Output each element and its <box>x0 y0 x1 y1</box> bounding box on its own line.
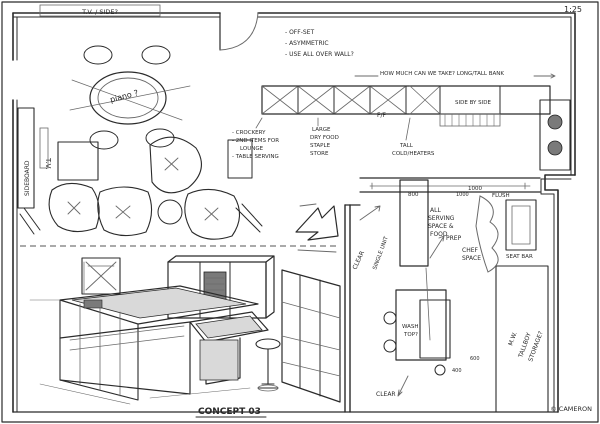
kitchen-perspective <box>29 255 341 405</box>
tv-top-label: T.V. / SIDE? <box>81 8 118 16</box>
note-wall: - USE ALL OVER WALL? <box>285 51 354 58</box>
store-line-1: LARGE <box>312 127 331 133</box>
chef-line-1: CHEF <box>462 247 478 254</box>
tall-line-1: TALL <box>399 143 414 149</box>
clear-label-2: CLEAR <box>376 391 396 398</box>
clear-label-1: CLEAR <box>351 250 366 271</box>
note-offset: - OFF-SET <box>285 29 314 36</box>
tall-line-2: COLD/HEATERS <box>392 151 435 157</box>
cabinet-notes: - CROCKERY - 2ND ITEMS FOR LOUNGE - TABL… <box>232 117 435 160</box>
wash-line-2: TOP? <box>403 332 418 338</box>
note-asymmetric: - ASYMMETRIC <box>285 40 329 47</box>
store-line-4: STORE <box>310 151 329 157</box>
crockery-line-4: - TABLE SERVING <box>232 154 279 160</box>
crockery-line-2: - 2ND ITEMS FOR <box>232 138 279 144</box>
serving-line-2: SERVING <box>428 215 455 222</box>
mw-line-1: M.W. <box>507 331 518 347</box>
sideboard-label: SIDEBOARD <box>24 160 31 196</box>
store-line-3: STAPLE <box>310 143 331 149</box>
kitchen-labels: ALL SERVING SPACE & FOOD PREP CHEF SPACE… <box>351 192 544 398</box>
single-unit-label: SINGLE UNIT <box>372 235 390 270</box>
concept-title: CONCEPT 03 <box>198 407 261 417</box>
side-by-side-label: SIDE BY SIDE <box>455 100 492 106</box>
serving-line-3: SPACE & <box>428 223 454 230</box>
dim-800: 800 <box>408 192 419 198</box>
circulation-arrow <box>295 203 339 253</box>
dim-400: 400 <box>452 368 462 374</box>
long-tall-bank-note: HOW MUCH CAN WE TAKE? LONG/TALL BANK <box>380 71 504 77</box>
serving-line-4: FOOD <box>430 231 448 238</box>
piano: piano ? <box>69 45 191 150</box>
cabinet-bank: SIDE BY SIDE F/F <box>261 85 571 171</box>
dim-600: 600 <box>470 356 480 362</box>
sideboard: SIDEBOARD T.V. <box>17 107 52 209</box>
title-block: CONCEPT 03 © CAMERON <box>195 405 592 418</box>
crockery-line-1: - CROCKERY <box>232 130 266 136</box>
store-line-2: DRY FOOD <box>310 135 339 141</box>
top-notes: T.V. / SIDE? 1:25 - OFF-SET - ASYMMETRIC… <box>39 4 582 79</box>
armchairs <box>19 136 263 240</box>
wash-line-1: WASH <box>402 324 419 330</box>
floor-plan-walls <box>12 12 576 413</box>
corner-ref: 1:25 <box>564 5 582 14</box>
chef-line-2: SPACE <box>462 255 481 262</box>
dim-1000b: 1000 <box>456 192 469 198</box>
signature: © CAMERON <box>550 405 592 413</box>
kitchen-plan: 800 1000 FLUSH <box>359 179 549 413</box>
ff-label: F/F <box>377 112 386 119</box>
seat-bar-label: SEAT BAR <box>506 254 533 260</box>
flush-label: FLUSH <box>492 193 510 199</box>
serving-line-5: PREP <box>446 235 462 242</box>
serving-line-1: ALL <box>430 207 441 214</box>
dim-1000: 1000 <box>468 186 482 192</box>
piano-label: piano ? <box>109 88 139 104</box>
